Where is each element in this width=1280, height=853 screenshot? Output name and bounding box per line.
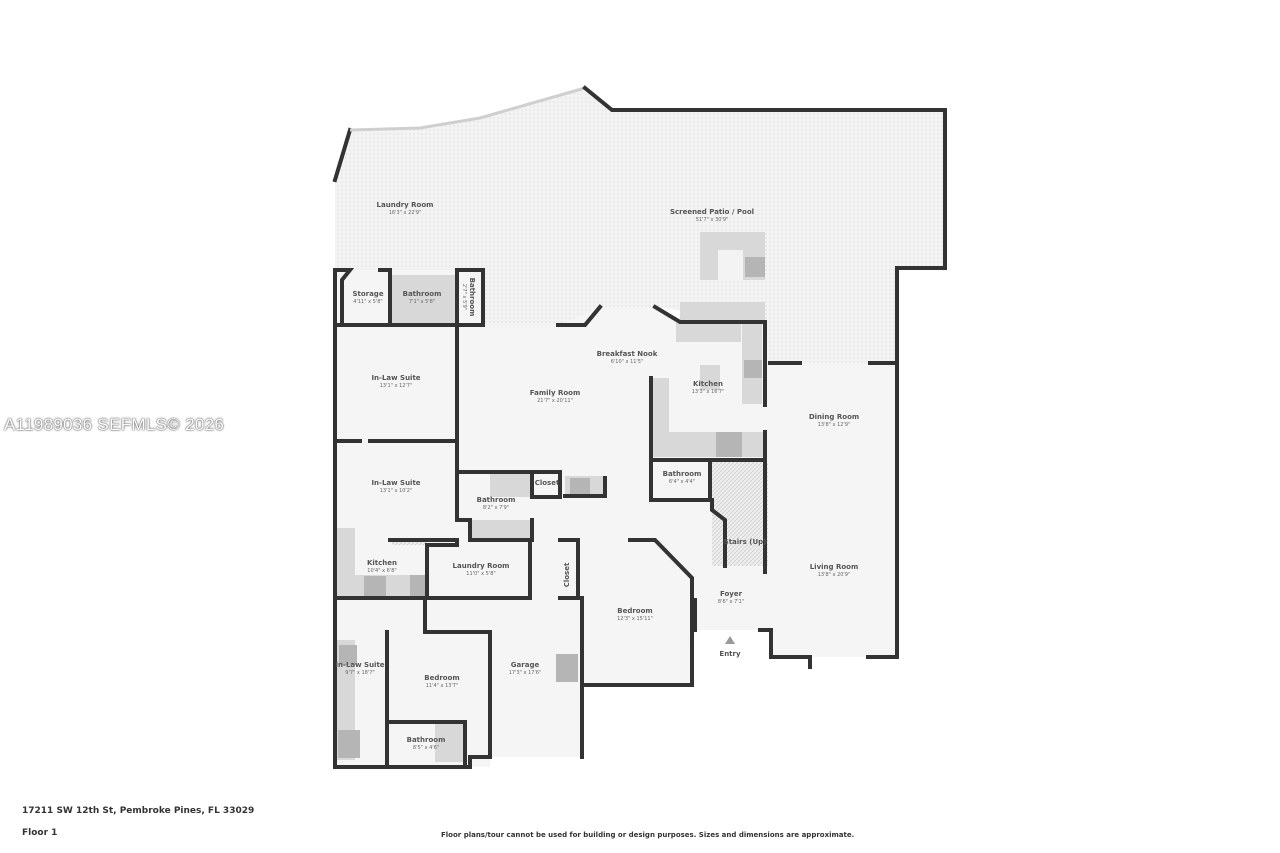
svg-text:Bathroom: Bathroom: [477, 496, 516, 504]
entry-arrow-icon: [725, 636, 735, 644]
svg-text:In-Law Suite: In-Law Suite: [371, 479, 420, 487]
svg-text:In-Law Suite: In-Law Suite: [335, 661, 384, 669]
svg-text:6'4" x 4'4": 6'4" x 4'4": [669, 479, 695, 485]
floor-label: Floor 1: [22, 828, 58, 838]
svg-text:Closet: Closet: [563, 562, 571, 587]
svg-text:2'7" x 5'9": 2'7" x 5'9": [461, 284, 467, 310]
patio-area: [335, 88, 945, 363]
svg-text:Breakfast Nook: Breakfast Nook: [597, 350, 658, 358]
room-label: Stairs (Up): [724, 538, 767, 546]
svg-text:11'4" x 13'7": 11'4" x 13'7": [426, 683, 459, 689]
svg-text:13'1" x 10'2": 13'1" x 10'2": [380, 488, 413, 494]
svg-text:Laundry Room: Laundry Room: [453, 562, 510, 570]
svg-text:11'0" x 5'8": 11'0" x 5'8": [466, 571, 495, 577]
svg-text:Storage: Storage: [352, 290, 383, 298]
svg-text:Kitchen: Kitchen: [693, 380, 723, 388]
entry-label: Entry: [719, 650, 741, 658]
svg-text:4'11" x 5'8": 4'11" x 5'8": [353, 299, 382, 305]
svg-text:10'4" x 6'8": 10'4" x 6'8": [367, 568, 396, 574]
svg-text:7'1" x 5'8": 7'1" x 5'8": [409, 299, 435, 305]
svg-text:8'2" x 7'9": 8'2" x 7'9": [483, 505, 509, 511]
svg-text:6'10" x 11'5": 6'10" x 11'5": [611, 359, 644, 365]
svg-text:51'7" x 30'9": 51'7" x 30'9": [696, 217, 729, 223]
svg-text:13'8" x 20'9": 13'8" x 20'9": [818, 572, 851, 578]
svg-text:13'8" x 12'9": 13'8" x 12'9": [818, 422, 851, 428]
svg-text:16'3" x 22'9": 16'3" x 22'9": [389, 210, 422, 216]
svg-text:Family Room: Family Room: [530, 389, 581, 397]
fixtures: [337, 232, 768, 762]
svg-text:Bathroom: Bathroom: [663, 470, 702, 478]
svg-text:12'3" x 15'11": 12'3" x 15'11": [617, 616, 653, 622]
svg-text:17'3" x 17'6": 17'3" x 17'6": [509, 670, 542, 676]
svg-text:In-Law Suite: In-Law Suite: [371, 374, 420, 382]
room-label: Closet: [563, 562, 571, 587]
svg-text:Kitchen: Kitchen: [367, 559, 397, 567]
svg-text:8'5" x 4'6": 8'5" x 4'6": [413, 745, 439, 751]
svg-text:9'7" x 18'7": 9'7" x 18'7": [345, 670, 374, 676]
svg-text:13'1" x 12'7": 13'1" x 12'7": [380, 383, 413, 389]
svg-text:Closet: Closet: [535, 479, 560, 487]
svg-text:21'7" x 20'11": 21'7" x 20'11": [537, 398, 573, 404]
svg-text:Bedroom: Bedroom: [617, 607, 652, 615]
disclaimer: Floor plans/tour cannot be used for buil…: [441, 831, 855, 839]
svg-text:Bathroom: Bathroom: [468, 278, 476, 317]
svg-text:Stairs (Up): Stairs (Up): [724, 538, 767, 546]
watermark: A11989036 SEFMLS© 2026: [4, 415, 225, 434]
svg-text:Garage: Garage: [511, 661, 540, 669]
svg-text:Living Room: Living Room: [810, 563, 859, 571]
address: 17211 SW 12th St, Pembroke Pines, FL 330…: [22, 806, 255, 816]
walls: [332, 85, 947, 769]
svg-text:Screened Patio / Pool: Screened Patio / Pool: [670, 208, 754, 216]
svg-text:Laundry Room: Laundry Room: [377, 201, 434, 209]
svg-text:13'3" x 16'7": 13'3" x 16'7": [692, 389, 725, 395]
svg-text:Bedroom: Bedroom: [424, 674, 459, 682]
svg-text:Dining Room: Dining Room: [809, 413, 859, 421]
room-label: Closet: [535, 479, 560, 487]
svg-text:Bathroom: Bathroom: [407, 736, 446, 744]
svg-text:Bathroom: Bathroom: [403, 290, 442, 298]
svg-text:Foyer: Foyer: [720, 590, 743, 598]
svg-text:8'6" x 7'1": 8'6" x 7'1": [718, 599, 744, 605]
